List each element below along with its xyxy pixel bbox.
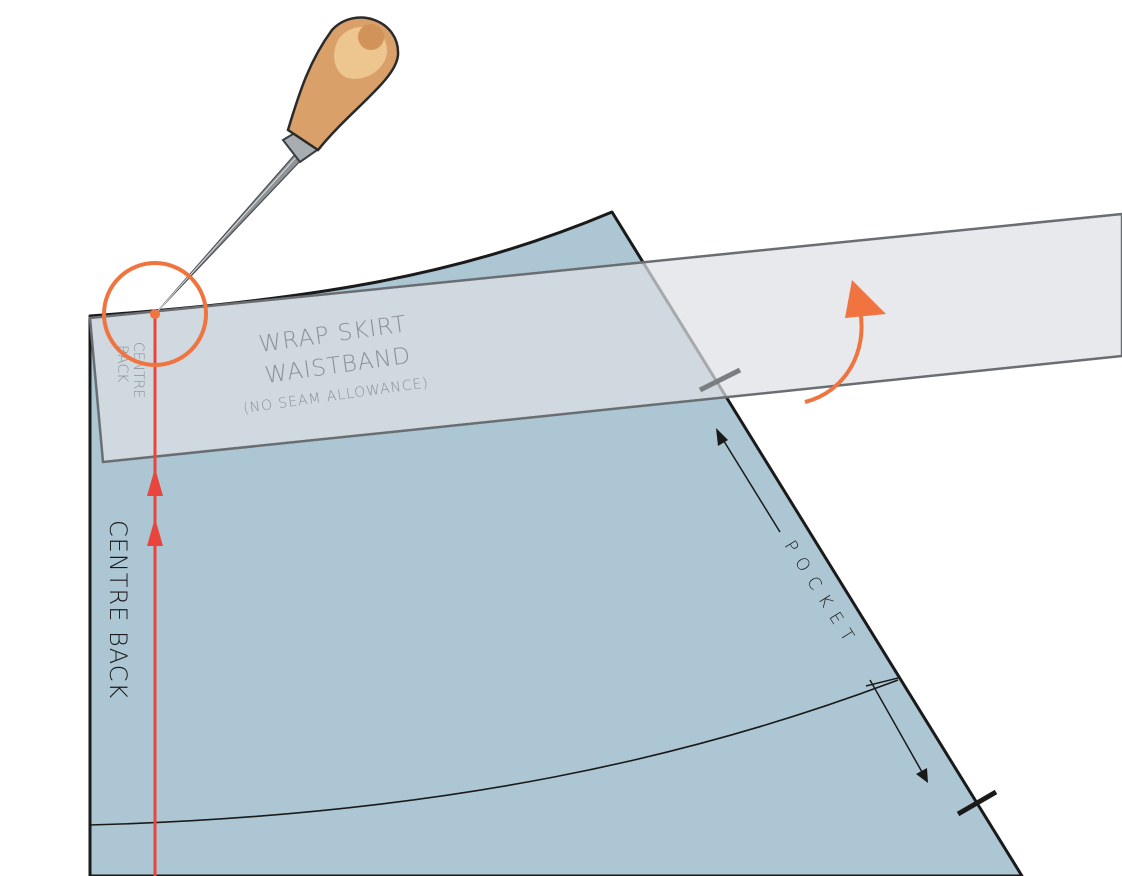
pocket-notch-upper — [698, 367, 742, 393]
rotate-arrow-icon — [804, 280, 886, 404]
grainline-arrow — [147, 316, 163, 876]
hem-line — [89, 679, 899, 826]
pocket-arrow-upper — [716, 428, 781, 533]
pivot-circle — [102, 261, 208, 367]
centre-back-label: CENTRE BACK — [104, 520, 132, 699]
awl-icon — [154, 16, 400, 315]
pocket-arrow-lower — [869, 679, 928, 783]
waistband-centre-label-line1: CENTRE — [130, 342, 146, 398]
waistband-piece — [88, 212, 1122, 464]
pivot-point — [150, 309, 160, 319]
pocket-notch-lower — [956, 789, 998, 817]
pocket-tick — [865, 677, 899, 687]
